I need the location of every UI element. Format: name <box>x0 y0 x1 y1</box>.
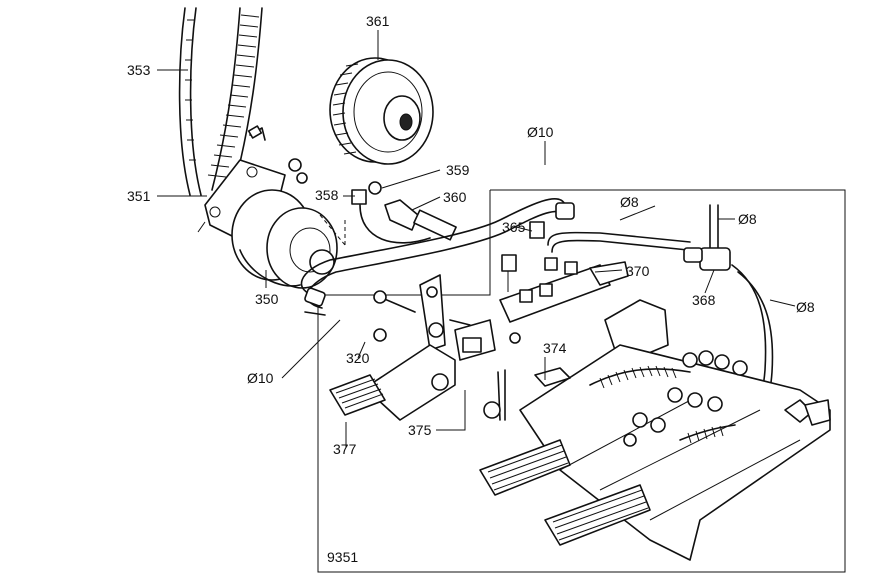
label-365: 365 <box>502 219 526 235</box>
label-377: 377 <box>333 441 357 457</box>
part-labels: 353 351 361 350 358 359 360 Ø10 365 Ø8 Ø… <box>127 13 815 565</box>
distributor-block <box>499 221 629 323</box>
pedal-linkage <box>329 274 521 421</box>
label-351: 351 <box>127 188 151 204</box>
label-370: 370 <box>626 263 650 279</box>
label-375: 375 <box>408 422 432 438</box>
label-361: 361 <box>366 13 390 29</box>
label-d10-bottom: Ø10 <box>247 370 274 386</box>
label-359: 359 <box>446 162 470 178</box>
detail-frame <box>317 189 846 573</box>
label-360: 360 <box>443 189 467 205</box>
label-d8-right: Ø8 <box>796 299 815 315</box>
pipe-10mm <box>300 197 575 316</box>
fitting-assembly <box>344 181 457 245</box>
label-350: 350 <box>255 291 279 307</box>
pedal-base-assembly <box>479 299 831 561</box>
figure-number: 9351 <box>327 549 358 565</box>
leader-lines <box>157 30 796 448</box>
label-358: 358 <box>315 187 339 203</box>
timing-belt <box>178 7 263 196</box>
label-d8-top: Ø8 <box>620 194 639 210</box>
pulley <box>329 57 434 165</box>
label-320: 320 <box>346 350 370 366</box>
hydraulic-pump <box>197 125 346 289</box>
label-368: 368 <box>692 292 716 308</box>
label-353: 353 <box>127 62 151 78</box>
label-d10-top: Ø10 <box>527 124 554 140</box>
pipe-8mm <box>547 204 774 429</box>
label-374: 374 <box>543 340 567 356</box>
label-d8-right-top: Ø8 <box>738 211 757 227</box>
